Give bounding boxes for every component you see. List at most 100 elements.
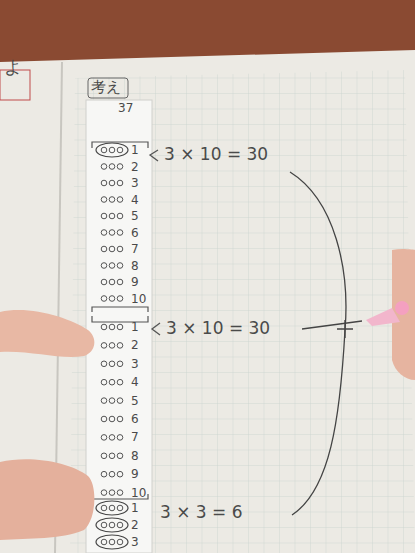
counter-dot xyxy=(109,453,115,459)
counter-dot xyxy=(117,435,123,441)
counter-dot xyxy=(117,324,123,330)
counter-dot xyxy=(109,398,115,404)
counter-dot xyxy=(101,147,107,153)
bracket xyxy=(92,307,148,312)
counter-dot xyxy=(101,180,107,186)
counter-dot xyxy=(101,197,107,203)
counter-dot xyxy=(117,398,123,404)
counter-dot xyxy=(117,180,123,186)
counter-dot xyxy=(117,343,123,349)
counter-dot xyxy=(117,147,123,153)
row-number: 2 xyxy=(131,339,139,351)
page-grid xyxy=(70,70,415,553)
counter-dot xyxy=(101,471,107,477)
counter-dot xyxy=(101,361,107,367)
counter-dot xyxy=(109,164,115,170)
row-number: 9 xyxy=(131,468,139,480)
row-number: 5 xyxy=(131,210,139,222)
row-number: 4 xyxy=(131,194,139,206)
row-number: 2 xyxy=(131,161,139,173)
counter-dot xyxy=(117,164,123,170)
arrow-mark xyxy=(152,323,160,335)
row-number: 4 xyxy=(131,376,139,388)
counter-dot xyxy=(109,213,115,219)
row-number: 7 xyxy=(131,243,139,255)
counter-dot xyxy=(109,197,115,203)
counter-dot xyxy=(101,164,107,170)
counter-dot xyxy=(101,324,107,330)
counter-dot xyxy=(109,296,115,302)
counter-dot xyxy=(109,539,115,545)
row-number: 9 xyxy=(131,276,139,288)
counter-dot xyxy=(101,296,107,302)
counter-dot xyxy=(101,522,107,528)
counter-dot xyxy=(101,435,107,441)
counter-dot xyxy=(101,539,107,545)
counter-dot xyxy=(101,213,107,219)
pencil-charm xyxy=(395,301,409,315)
join-curve xyxy=(290,172,346,515)
counter-dot xyxy=(109,147,115,153)
equation: 3 × 10 = 30 xyxy=(164,146,268,163)
paper-strip xyxy=(86,100,152,553)
counter-dot xyxy=(101,263,107,269)
total-number: 37 xyxy=(118,102,133,114)
counter-dot xyxy=(109,522,115,528)
counter-dot xyxy=(109,246,115,252)
row-number: 6 xyxy=(131,413,139,425)
row-number: 6 xyxy=(131,227,139,239)
counter-dot xyxy=(109,361,115,367)
counter-dot xyxy=(109,435,115,441)
counter-dot xyxy=(109,324,115,330)
pencil xyxy=(366,308,400,326)
row-number: 1 xyxy=(131,144,139,156)
cross-mark xyxy=(337,320,353,338)
counter-dot xyxy=(117,539,123,545)
group-ring xyxy=(96,501,128,515)
equation: 3 × 3 = 6 xyxy=(160,504,243,521)
counter-dot xyxy=(101,379,107,385)
counter-dot xyxy=(109,379,115,385)
counter-dot xyxy=(117,522,123,528)
title-box xyxy=(88,78,128,98)
notebook-page xyxy=(0,50,415,553)
counter-dot xyxy=(101,398,107,404)
counter-dot xyxy=(101,490,107,496)
counter-dot xyxy=(117,230,123,236)
counter-dot xyxy=(109,490,115,496)
counter-dot xyxy=(109,180,115,186)
row-number: 10 xyxy=(131,293,146,305)
row-number: 3 xyxy=(131,177,139,189)
bracket xyxy=(92,316,148,322)
group-ring xyxy=(96,535,128,549)
counter-dot xyxy=(101,453,107,459)
counter-dot xyxy=(101,279,107,285)
row-number: 5 xyxy=(131,395,139,407)
counter-dot xyxy=(109,263,115,269)
heading: 考え xyxy=(91,80,121,95)
counter-dot xyxy=(101,343,107,349)
counter-dot xyxy=(117,453,123,459)
row-number: 8 xyxy=(131,260,139,272)
group-ring xyxy=(96,518,128,532)
counter-dot xyxy=(101,246,107,252)
row-number: 3 xyxy=(131,358,139,370)
counter-dot xyxy=(117,197,123,203)
row-number: 1 xyxy=(131,502,139,514)
counter-dot xyxy=(117,263,123,269)
counter-dot xyxy=(109,416,115,422)
counter-dot xyxy=(117,296,123,302)
row-number: 1 xyxy=(131,321,139,333)
counter-dot xyxy=(117,213,123,219)
counter-dot xyxy=(109,505,115,511)
row-number: 3 xyxy=(131,536,139,548)
hand xyxy=(0,310,94,357)
counter-dot xyxy=(117,416,123,422)
equation: 3 × 10 = 30 xyxy=(166,320,270,337)
counter-dot xyxy=(117,505,123,511)
row-number: 7 xyxy=(131,431,139,443)
counter-dot xyxy=(101,230,107,236)
counter-dot xyxy=(109,343,115,349)
